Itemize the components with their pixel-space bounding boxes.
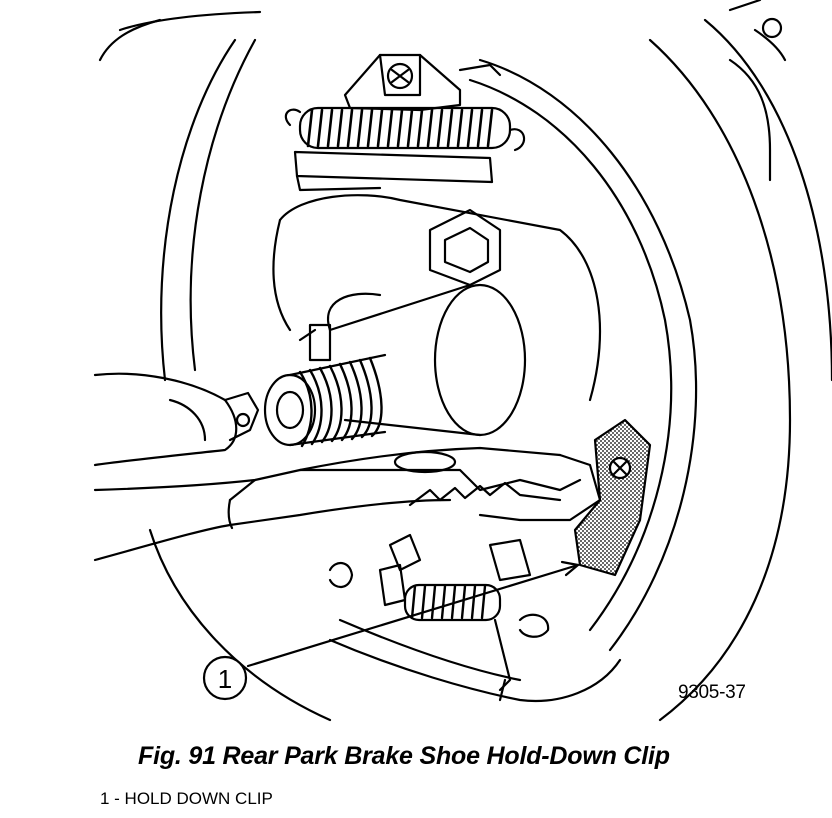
pliers: [93, 446, 602, 562]
callout-leader-line: [246, 563, 580, 668]
callout-number: 1: [218, 664, 232, 694]
figure-caption: Fig. 91 Rear Park Brake Shoe Hold-Down C…: [138, 742, 670, 770]
callout-legend: 1 - HOLD DOWN CLIP: [100, 789, 273, 808]
hand: [93, 372, 260, 467]
brake-shoe: [328, 618, 622, 702]
backing-plate: [98, 0, 832, 722]
housing: [272, 194, 602, 402]
lower-spring-assembly: [328, 533, 550, 692]
brake-assembly-illustration: 1: [93, 0, 832, 722]
figure-code: 9305-37: [678, 682, 746, 703]
axle-shaft: [298, 283, 527, 437]
strut-bar: [293, 150, 494, 192]
upper-return-spring: [284, 106, 526, 152]
threaded-stub: [263, 353, 387, 448]
hold-down-clip: [573, 418, 652, 577]
callout-circle: [202, 655, 248, 701]
